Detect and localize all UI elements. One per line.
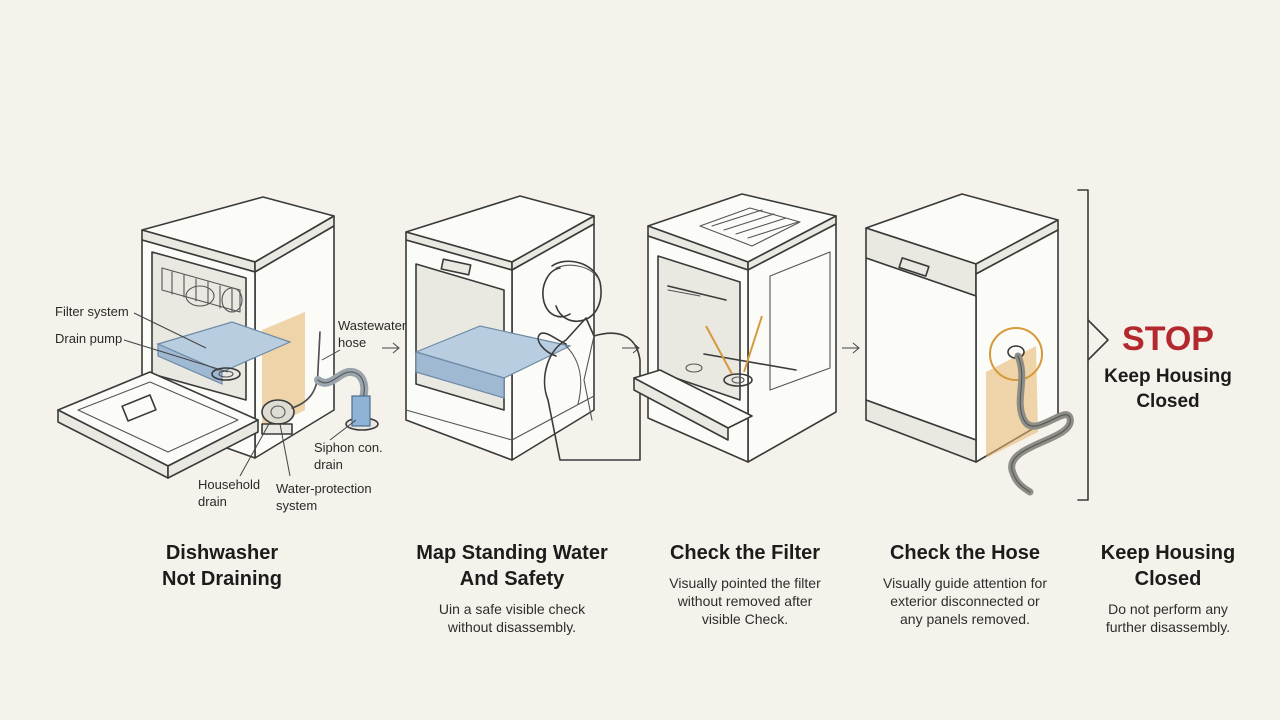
stop-callout-word: STOP <box>1122 320 1214 358</box>
dishwasher-open-illustration <box>57 196 379 479</box>
dishwasher-hose-check-illustration <box>865 193 1074 496</box>
label-siphon-line2: drain <box>314 457 343 472</box>
step-description-line1: Do not perform any <box>1108 601 1228 617</box>
step-description: Uin a safe visible check without disasse… <box>392 600 632 636</box>
step-title-line2: And Safety <box>459 568 565 590</box>
stop-callout-line2: Closed <box>1136 391 1200 412</box>
step-description-line3: any panels removed. <box>900 611 1030 627</box>
step-title-line2: Closed <box>1134 568 1202 590</box>
dishwasher-standing-water-illustration <box>405 195 641 461</box>
step-title-line1: Map Standing Water <box>416 542 608 564</box>
dishwasher-filter-check-illustration <box>633 193 837 463</box>
arrow-right-icon <box>842 342 860 354</box>
label-household-drain-line2: drain <box>198 494 227 509</box>
stop-callout-text: Keep Housing Closed <box>1092 364 1244 414</box>
label-household-drain-line1: Household <box>198 477 260 492</box>
step-description: Do not perform any further disassembly. <box>1082 600 1254 636</box>
chevron-icon <box>1087 319 1109 361</box>
step-caption-3: Check the Filter Visually pointed the fi… <box>640 540 850 628</box>
label-filter-system: Filter system <box>55 304 129 319</box>
step-description-line3: visible Check. <box>701 611 789 627</box>
stop-callout-line1: Keep Housing <box>1104 366 1232 387</box>
label-drain-pump: Drain pump <box>55 331 122 346</box>
bracket-icon <box>1077 189 1089 501</box>
step-description: Visually guide attention for exterior di… <box>860 574 1070 628</box>
step-caption-2: Map Standing Water And Safety Uin a safe… <box>392 540 632 636</box>
step-description-line1: Uin a safe visible check <box>438 601 586 617</box>
label-wastewater-hose-line1: Wastewater <box>338 318 407 333</box>
label-siphon-line1: Siphon con. <box>314 440 383 455</box>
step-caption-4: Check the Hose Visually guide attention … <box>860 540 1070 628</box>
label-wastewater-hose-line2: hose <box>338 335 366 350</box>
step-caption-5: Keep Housing Closed Do not perform any f… <box>1082 540 1254 636</box>
step-description: Visually pointed the filter without remo… <box>640 574 850 628</box>
label-water-protection-line2: system <box>276 498 317 513</box>
arrow-right-icon <box>622 342 640 354</box>
step-caption-1: Dishwasher Not Draining <box>132 540 312 592</box>
step-title-line1: Keep Housing <box>1100 542 1236 564</box>
step-title: Check the Hose <box>889 542 1041 564</box>
step-description-line2: further disassembly. <box>1105 619 1231 635</box>
step-title-line1: Dishwasher <box>165 542 279 564</box>
step-description-line1: Visually pointed the filter <box>669 575 821 591</box>
step-description-line2: exterior disconnected or <box>890 593 1040 609</box>
step-title-line2: Not Draining <box>162 568 282 590</box>
label-water-protection-line1: Water-protection <box>276 481 372 496</box>
arrow-right-icon <box>382 342 400 354</box>
step-title: Check the Filter <box>669 542 821 564</box>
step-description-line2: without removed after <box>677 593 813 609</box>
step-description-line1: Visually guide attention for <box>883 575 1047 591</box>
step-description-line2: without disassembly. <box>447 619 577 635</box>
